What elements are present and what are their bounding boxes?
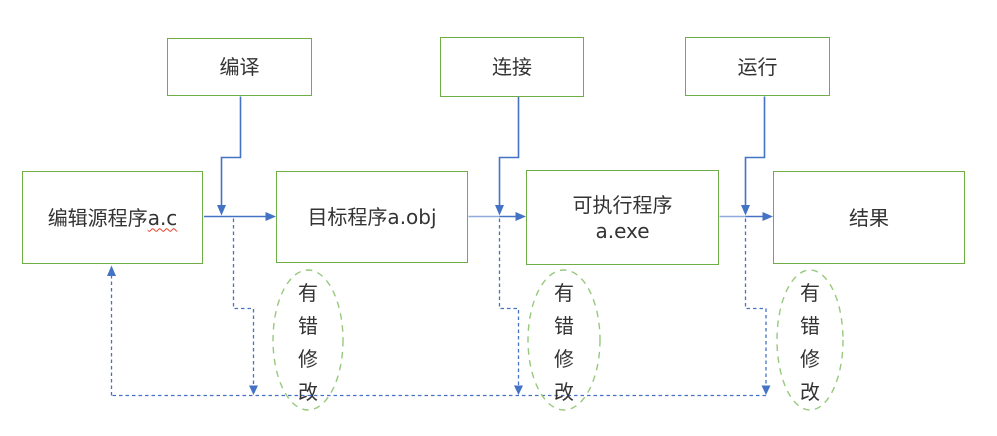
feedback-arrowhead-1-icon [249, 385, 258, 395]
stage-box-result: 结果 [773, 171, 965, 264]
error-note-3: 有 错 修 改 [800, 281, 820, 404]
compile-arrowhead-icon [217, 205, 226, 216]
process-label-run: 运行 [737, 54, 778, 79]
process-box-link: 连接 [440, 37, 584, 97]
link-arrow-line [498, 97, 520, 205]
stage-label-executable: 可执行程序 a.exe [572, 192, 673, 243]
link-arrowhead-icon [495, 205, 504, 216]
feedback-arrowhead-3-icon [761, 385, 771, 395]
process-label-compile: 编译 [219, 55, 260, 79]
run-arrow-line [744, 96, 766, 205]
process-box-run: 运行 [685, 37, 830, 96]
stage-box-object: 目标程序a.obj [276, 171, 468, 263]
error-note-1: 有 错 修 改 [298, 281, 318, 404]
feedback-return-arrowhead-icon [107, 265, 116, 276]
flow-arrowhead-executable-icon [515, 212, 526, 221]
stage-label-result: 结果 [849, 205, 889, 230]
stage-box-executable: 可执行程序 a.exe [526, 170, 719, 265]
feedback-line-3 [744, 218, 767, 385]
feedback-line-1 [232, 218, 255, 385]
error-note-2: 有 错 修 改 [554, 281, 574, 404]
stage-label-object: 目标程序a.obj [307, 205, 437, 229]
feedback-arrowhead-2-icon [514, 385, 523, 395]
stage-label-source-text: 编辑源程序 [47, 205, 148, 230]
feedback-line-2 [498, 218, 520, 385]
stage-box-source: 编辑源程序a.c [22, 171, 203, 264]
flow-arrowhead-object-icon [265, 212, 276, 221]
stage-label-source: 编辑源程序a.c [48, 205, 178, 231]
process-box-compile: 编译 [167, 38, 312, 96]
stage-label-source-filename: a.c [147, 205, 178, 230]
flow-arrowhead-result-icon [762, 212, 773, 221]
run-arrowhead-icon [741, 205, 750, 216]
compile-arrow-line [220, 96, 242, 205]
process-label-link: 连接 [492, 55, 532, 79]
